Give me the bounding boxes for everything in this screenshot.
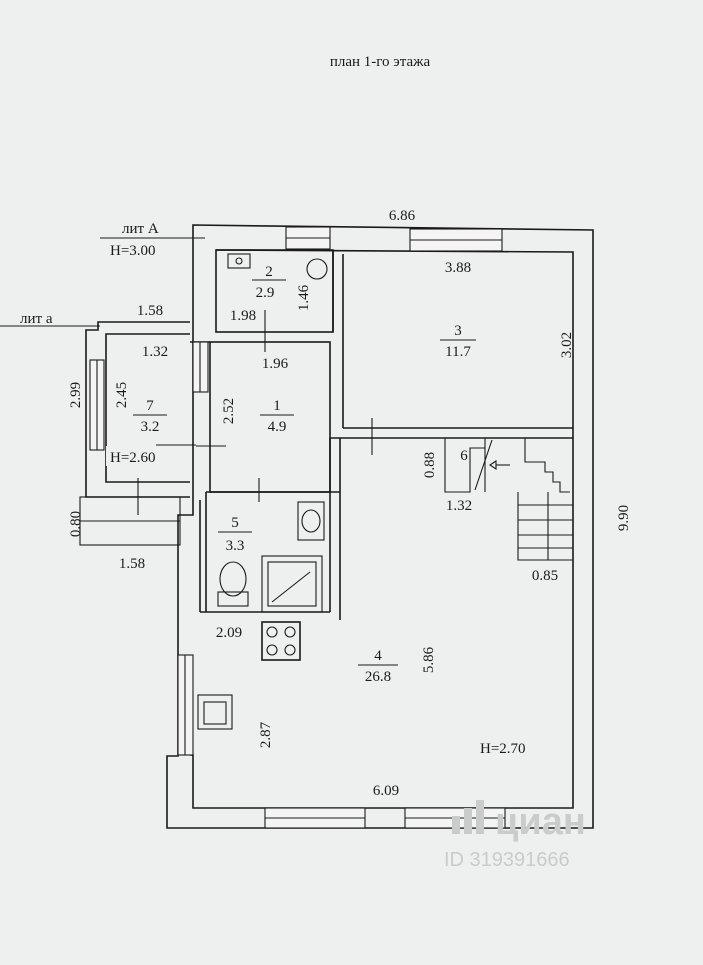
dim-r7-height: 2.45 [114, 382, 130, 408]
shower-icon [261, 555, 323, 613]
watermark: циан ID 319391666 [444, 800, 586, 871]
dim-r3-height: 3.02 [559, 332, 575, 358]
room-4-number: 4 [374, 648, 382, 664]
room-6-number: 6 [460, 448, 468, 464]
dim-r1-height: 2.52 [221, 398, 237, 424]
toilet-icon [217, 561, 249, 607]
room-2-number: 2 [265, 264, 273, 280]
kitchen-sink-icon [197, 694, 233, 730]
dim-r6-height: 0.88 [422, 452, 438, 478]
watermark-id: ID 319391666 [444, 849, 570, 871]
dim-r3-width: 3.88 [445, 260, 471, 276]
dim-porch-depth: 0.80 [68, 511, 84, 537]
dim-r7-width: 1.32 [142, 344, 168, 360]
dim-top-total: 6.86 [389, 208, 416, 224]
cian-logo-icon [452, 800, 484, 834]
room-2-area: 2.9 [256, 285, 275, 301]
staircase [444, 438, 573, 561]
watermark-brand: циан [495, 801, 586, 843]
interior-walls [137, 249, 573, 620]
dim-r4-width: 6.09 [373, 783, 399, 799]
dim-annex-height: 2.99 [68, 382, 84, 408]
windows [89, 226, 506, 829]
room-5-area: 3.3 [226, 538, 245, 554]
dim-r2-width: 1.98 [230, 308, 256, 324]
dim-r4-left-height: 2.87 [258, 721, 274, 748]
dim-annex-bottom: 1.58 [119, 556, 145, 572]
room-1-number: 1 [273, 398, 281, 414]
room-1-area: 4.9 [268, 419, 287, 435]
room-3-number: 3 [454, 323, 462, 339]
sink-icon [297, 501, 325, 541]
building-labels: лит А H=3.00 лит а [0, 221, 205, 327]
dim-r1-width: 1.96 [262, 356, 289, 372]
annex-height-label: H=2.60 [110, 450, 156, 466]
room-4-area: 26.8 [365, 669, 391, 685]
room-5-number: 5 [231, 515, 239, 531]
lit-a-main-height: H=3.00 [110, 243, 156, 259]
dim-annex-top: 1.58 [137, 303, 163, 319]
washbasin-round-icon [306, 258, 328, 280]
boiler-icon [227, 253, 251, 269]
dimension-labels: 6.86 3.88 1.58 1.98 1.32 1.96 1.32 0.85 … [68, 208, 632, 799]
stove-icon [261, 621, 301, 661]
room-labels: 2 2.9 3 11.7 1 4.9 7 3.2 6 5 3.3 4 26.8 [133, 264, 476, 685]
dim-r4-height: 5.86 [421, 646, 437, 673]
height-labels: H=2.60 H=2.70 [106, 444, 526, 757]
main-floor-height-label: H=2.70 [480, 741, 526, 757]
plan-title: план 1-го этажа [330, 54, 431, 70]
dim-right-total: 9.90 [616, 505, 632, 531]
dim-stair-width: 0.85 [532, 568, 558, 584]
dim-r6-width: 1.32 [446, 498, 472, 514]
room-7-area: 3.2 [141, 419, 160, 435]
dim-r2-height: 1.46 [296, 284, 312, 311]
annex-walls [79, 321, 190, 546]
lit-a-main-label: лит А [122, 221, 159, 237]
lit-a-annex-label: лит а [20, 311, 53, 327]
room-3-area: 11.7 [445, 344, 471, 360]
room-7-number: 7 [146, 398, 154, 414]
fixtures [197, 253, 328, 730]
dim-r5-width: 2.09 [216, 625, 242, 641]
